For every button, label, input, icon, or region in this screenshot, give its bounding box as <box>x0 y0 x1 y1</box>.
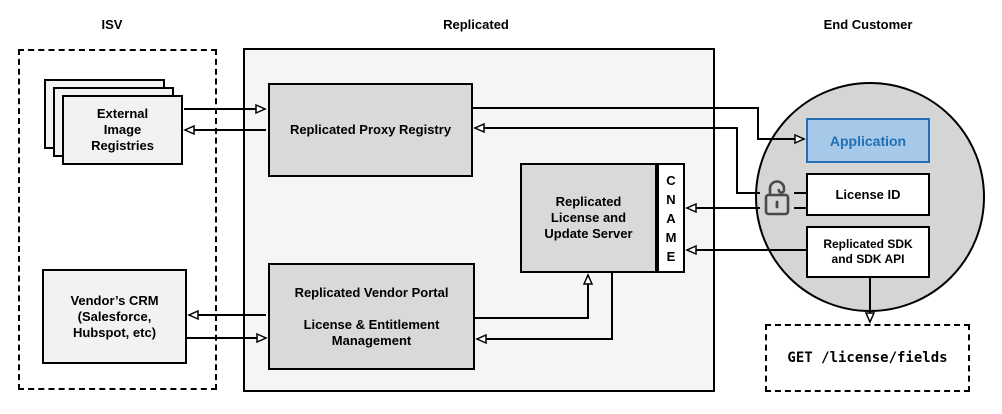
crm-label-line: Vendor’s CRM <box>70 292 159 308</box>
cname-letter: N <box>666 191 676 207</box>
proxy-registry-node: Replicated Proxy Registry <box>268 83 473 177</box>
proxy-registry-label: Replicated Proxy Registry <box>289 122 452 137</box>
vendor-portal-subtitle-line: License & Entitlement <box>303 316 440 332</box>
registries-label-line: External <box>96 106 149 121</box>
cname-strip: C N A M E <box>657 163 685 273</box>
crm-label-line: (Salesforce, <box>77 308 152 324</box>
section-label-end-customer: End Customer <box>823 17 913 32</box>
sdk-label-line: Replicated SDK <box>823 237 913 251</box>
unlocked-padlock-icon <box>760 176 794 222</box>
license-server-label-line: License and <box>550 210 627 225</box>
get-license-fields-box: GET /license/fields <box>765 324 970 392</box>
license-server-label-line: Update Server <box>544 226 633 241</box>
external-image-registries-node: External Image Registries <box>62 95 183 165</box>
isv-container <box>18 49 217 390</box>
application-label: Application <box>829 132 907 149</box>
sdk-label-line: and SDK API <box>831 252 905 266</box>
replicated-sdk-node: Replicated SDK and SDK API <box>806 226 930 278</box>
cname-letter: E <box>666 248 676 264</box>
get-request-label: GET /license/fields <box>787 350 948 366</box>
application-node: Application <box>806 118 930 163</box>
license-id-label: License ID <box>835 186 901 202</box>
license-id-node: License ID <box>806 173 930 216</box>
vendor-portal-node: Replicated Vendor Portal License & Entit… <box>268 263 475 370</box>
registries-label-line: Registries <box>91 138 154 153</box>
section-label-isv: ISV <box>101 17 123 32</box>
license-server-label-line: Replicated <box>555 194 622 209</box>
vendor-portal-title: Replicated Vendor Portal <box>294 284 449 300</box>
vendor-portal-subtitle-line: Management <box>331 332 412 348</box>
crm-label-line: Hubspot, etc) <box>72 324 157 340</box>
cname-letter: A <box>666 210 676 226</box>
cname-letter: C <box>666 172 676 188</box>
registries-label-line: Image <box>103 122 142 137</box>
section-label-replicated: Replicated <box>443 17 509 32</box>
cname-letter: M <box>665 229 677 245</box>
vendors-crm-node: Vendor’s CRM (Salesforce, Hubspot, etc) <box>42 269 187 364</box>
license-update-server-node: Replicated License and Update Server <box>520 163 657 273</box>
